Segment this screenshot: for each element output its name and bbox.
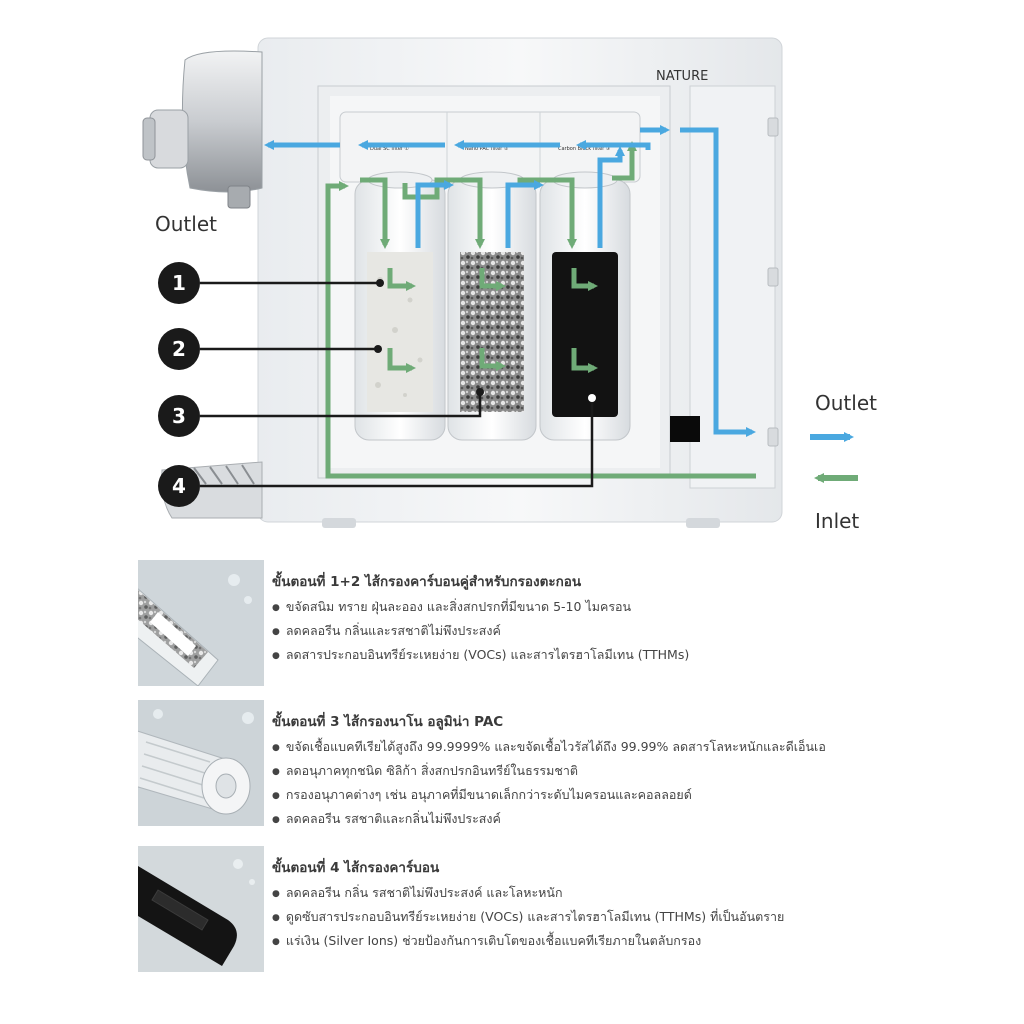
list-item: ลดคลอรีน กลิ่น รสชาติไม่พึงประสงค์ และโล… <box>272 882 892 906</box>
stage-4-bullets: ลดคลอรีน กลิ่น รสชาติไม่พึงประสงค์ และโล… <box>272 882 892 954</box>
callout-2: 2 <box>158 328 382 370</box>
outlet-flow-path <box>264 125 756 437</box>
list-item: ดูดซับสารประกอบอินทรีย์ระเหยง่าย (VOCs) … <box>272 906 892 930</box>
list-item: กรองอนุภาคต่างๆ เช่น อนุภาคที่มีขนาดเล็ก… <box>272 784 892 808</box>
callout-2-number: 2 <box>172 337 186 361</box>
list-item: ขจัดเชื้อแบคทีเรียได้สูงถึง 99.9999% และ… <box>272 736 892 760</box>
stage-3-bullets: ขจัดเชื้อแบคทีเรียได้สูงถึง 99.9999% และ… <box>272 736 892 832</box>
list-item: ขจัดสนิม ทราย ฝุ่นละออง และสิ่งสกปรกที่ม… <box>272 596 892 620</box>
stage-4-section: ขั้นตอนที่ 4 ไส้กรองคาร์บอน ลดคลอรีน กลิ… <box>138 846 898 972</box>
callout-1: 1 <box>158 262 384 304</box>
inlet-flow-path <box>325 141 756 479</box>
filter-label-1: Dual SC filter ① <box>370 146 410 152</box>
filter-cartridge-3: Carbon Block filter ③ <box>539 146 631 441</box>
stage-1-2-title: ขั้นตอนที่ 1+2 ไส้กรองคาร์บอนคู่สำหรับกร… <box>272 574 582 590</box>
callout-3: 3 <box>158 388 484 437</box>
outlet-label-left: Outlet <box>155 212 217 236</box>
inlet-label-right: Inlet <box>815 509 859 533</box>
stage-1-2-bullets: ขจัดสนิม ทราย ฝุ่นละออง และสิ่งสกปรกที่ม… <box>272 596 892 668</box>
faucet <box>142 50 263 209</box>
callout-1-number: 1 <box>172 271 186 295</box>
list-item: ลดคลอรีน กลิ่นและรสชาติไม่พึงประสงค์ <box>272 620 892 644</box>
carbon-filter-icon <box>138 846 264 972</box>
list-item: ลดคลอรีน รสชาติและกลิ่นไม่พึงประสงค์ <box>272 808 892 832</box>
nano-alumina-filter-icon <box>138 700 264 826</box>
stage-1-2-section: ขั้นตอนที่ 1+2 ไส้กรองคาร์บอนคู่สำหรับกร… <box>138 560 898 686</box>
twin-sediment-filter-icon <box>138 560 264 686</box>
callout-4-number: 4 <box>172 474 186 498</box>
list-item: แร่เงิน (Silver Ions) ช่วยป้องกันการเติบ… <box>272 930 892 954</box>
list-item: ลดอนุภาคทุกชนิด ซิลิก้า สิ่งสกปรกอินทรีย… <box>272 760 892 784</box>
filter-cartridge-1: Dual SC filter ① <box>354 146 446 441</box>
callout-4: 4 <box>158 394 596 507</box>
stage-4-title: ขั้นตอนที่ 4 ไส้กรองคาร์บอน <box>272 860 440 876</box>
callout-3-number: 3 <box>172 404 186 428</box>
outlet-label-right: Outlet <box>815 391 877 415</box>
stage-3-section: ขั้นตอนที่ 3 ไส้กรองนาโน อลูมิน่า PAC ขจ… <box>138 700 898 826</box>
list-item: ลดสารประกอบอินทรีย์ระเหยง่าย (VOCs) และส… <box>272 644 892 668</box>
indicator-window <box>670 416 700 442</box>
stage-3-title: ขั้นตอนที่ 3 ไส้กรองนาโน อลูมิน่า PAC <box>272 714 504 730</box>
filter-cartridge-2: Nano PAC filter ② <box>447 146 537 441</box>
filter-label-2: Nano PAC filter ② <box>465 146 509 152</box>
water-purifier-diagram: NATURE Dual SC filter ① Nano PAC f <box>142 37 877 533</box>
brand-label: NATURE <box>656 69 708 84</box>
